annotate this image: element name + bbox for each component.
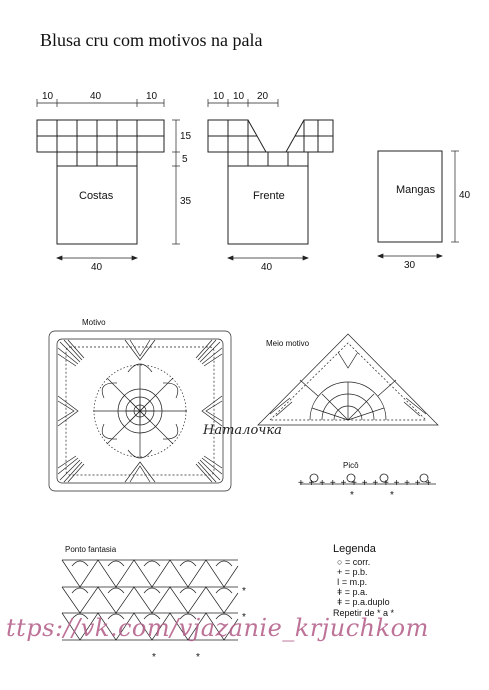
legend-row-pa: ǂ = p.a. xyxy=(337,587,394,597)
costas-dim-side-c: 35 xyxy=(180,196,192,207)
costas-top-dimension xyxy=(36,99,165,107)
meio-motivo-chart xyxy=(257,333,439,426)
legend-text-pa: = p.a. xyxy=(344,587,368,597)
costas-shape xyxy=(36,119,165,245)
costas-side-dimension xyxy=(172,119,180,245)
legend-text-repeat: Repetir de * a * xyxy=(333,608,395,618)
mangas-side-dimension xyxy=(451,150,459,243)
legend-title: Legenda xyxy=(333,543,376,555)
costas-dim-top-left: 10 xyxy=(42,91,54,102)
fantasia-asterisk-4: * xyxy=(196,652,200,663)
half-double-icon: ǀ xyxy=(337,577,340,587)
pico-chart xyxy=(300,473,436,485)
frente-top-dimension xyxy=(207,99,279,107)
frente-label: Frente xyxy=(253,190,285,202)
costas-dim-side-b: 5 xyxy=(182,154,188,165)
costas-dim-bottom: 40 xyxy=(91,262,103,273)
frente-dim-bottom: 40 xyxy=(261,262,273,273)
legend-text-pa-duplo: = p.a.duplo xyxy=(344,597,390,607)
page-title: Blusa cru com motivos na pala xyxy=(40,30,263,50)
mangas-shape xyxy=(377,150,443,243)
ponto-fantasia-label: Ponto fantasia xyxy=(65,545,117,554)
legend: Legenda ○ = corr. + = p.b. ǀ = m.p. ǂ = … xyxy=(333,543,394,618)
single-crochet-icon: + xyxy=(337,567,343,577)
frente-dim-top-b: 10 xyxy=(233,91,245,102)
mangas-label: Mangas xyxy=(396,184,436,196)
frente-dim-top-a: 10 xyxy=(213,91,225,102)
costas-dim-top-right: 10 xyxy=(146,91,158,102)
motivo-label: Motivo xyxy=(82,318,106,327)
costas-dim-top-mid: 40 xyxy=(90,91,102,102)
legend-row-mp: ǀ = m.p. xyxy=(337,577,394,587)
meio-motivo-label: Meio motivo xyxy=(266,339,310,348)
fantasia-asterisk-3: * xyxy=(152,652,156,663)
costas-label: Costas xyxy=(79,190,114,202)
legend-text-corr: = corr. xyxy=(344,557,371,567)
fantasia-asterisk-1: * xyxy=(242,586,246,597)
pico-asterisk-left: * xyxy=(350,490,354,501)
treble-crochet-icon: ǂ xyxy=(337,597,343,607)
ponto-fantasia-chart xyxy=(61,559,239,641)
chain-icon: ○ xyxy=(337,557,343,567)
fantasia-asterisk-2: * xyxy=(242,612,246,623)
mangas-bottom-dimension xyxy=(377,253,443,259)
motivo-chart xyxy=(48,330,232,492)
pico-stitches: + + + + + + + + + + + + + xyxy=(298,478,433,489)
legend-text-pb: = p.b. xyxy=(344,567,368,577)
mangas-dim-bottom: 30 xyxy=(404,260,416,271)
legend-row-corr: ○ = corr. xyxy=(337,557,394,567)
frente-dim-top-c: 20 xyxy=(257,91,269,102)
frente-bottom-dimension xyxy=(227,255,309,261)
legend-row-repeat: Repetir de * a * xyxy=(333,608,394,618)
pico-asterisk-right: * xyxy=(390,490,394,501)
legend-row-pa-duplo: ǂ = p.a.duplo xyxy=(337,597,394,607)
costas-dim-side-a: 15 xyxy=(180,131,192,142)
double-crochet-icon: ǂ xyxy=(337,587,343,597)
signature: Наталочка xyxy=(203,423,282,438)
frente-shape xyxy=(207,119,334,245)
watermark: ttps://vk.com/vjazanie_krjuchkom xyxy=(6,614,429,642)
legend-row-pb: + = p.b. xyxy=(337,567,394,577)
mangas-dim-side: 40 xyxy=(459,190,471,201)
costas-bottom-dimension xyxy=(56,255,138,261)
pico-label: Picô xyxy=(343,461,359,470)
legend-text-mp: = m.p. xyxy=(341,577,368,587)
